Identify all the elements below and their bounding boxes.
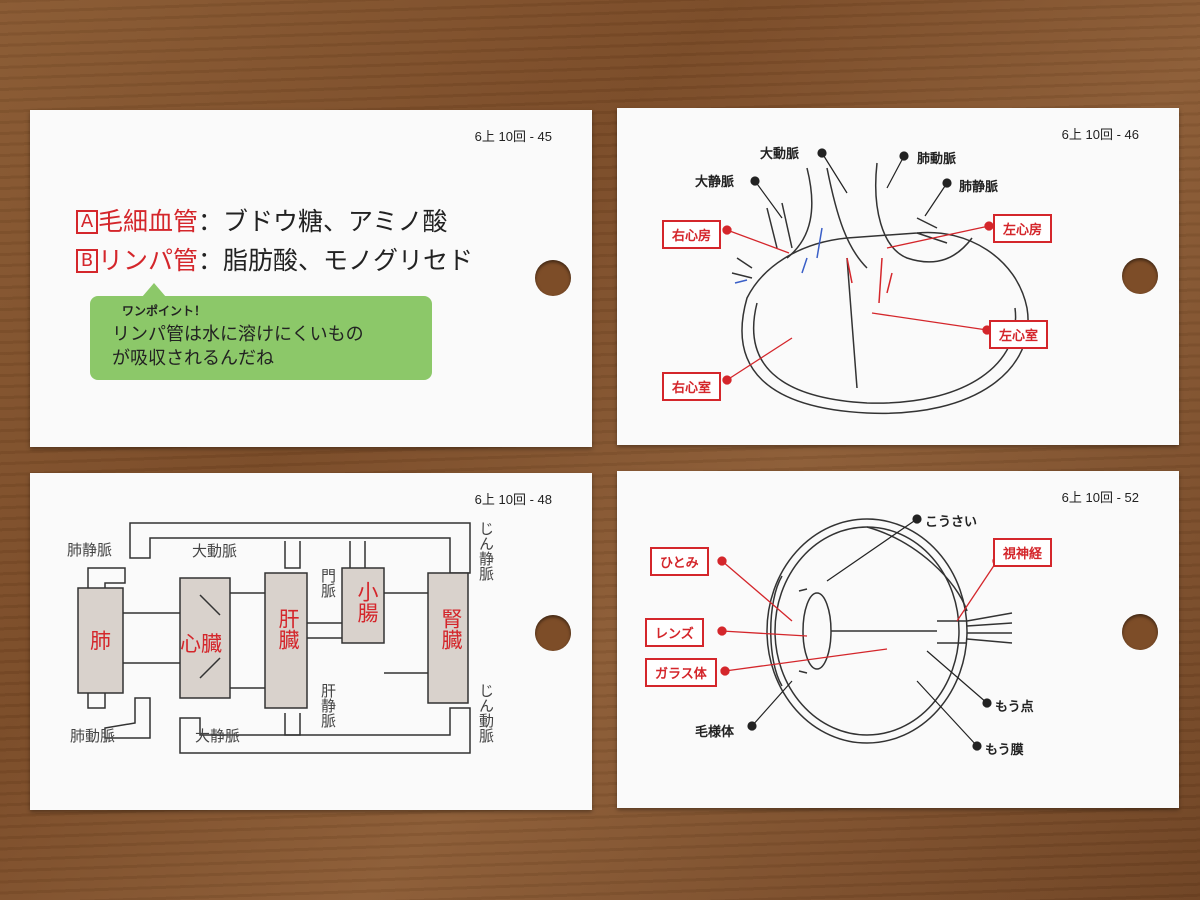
- organ-kidney: 腎臓: [439, 608, 463, 650]
- card-number: 6上 10回 - 52: [1061, 490, 1139, 505]
- intestine-block: [341, 567, 385, 644]
- label-lens: レンズ: [645, 618, 704, 647]
- label-blind-spot: もう点: [995, 700, 1034, 715]
- organ-heart: 心臓: [180, 632, 222, 656]
- label-aorta: 大動脈: [760, 147, 800, 162]
- term-lymph: リンパ管: [98, 246, 199, 275]
- label-pulmonary-artery: 肺動脈: [917, 152, 957, 167]
- punch-hole: [1122, 614, 1158, 650]
- vessel-left: [731, 257, 753, 279]
- organ-liver: 肝臓: [276, 608, 300, 650]
- organ-small-intestine: 小腸: [355, 581, 379, 623]
- label-iris: こうさい: [925, 515, 978, 530]
- liver-block: [264, 572, 308, 709]
- lung-vessel-outline: [87, 567, 126, 709]
- optic-nerve: [937, 620, 967, 644]
- onepoint-title: ワンポイント！: [122, 304, 207, 318]
- vessel-portal-vein: 門脈: [319, 568, 337, 598]
- punch-hole: [535, 260, 571, 296]
- onepoint-bubble: ワンポイント！ リンパ管は水に溶けにくいもの が吸収されるんだね: [90, 283, 432, 380]
- organ-lung: 肺: [90, 629, 111, 653]
- heart-block: [179, 577, 231, 699]
- vessel-aorta: 大動脈: [192, 542, 238, 560]
- onepoint-line2: が吸収されるんだね: [112, 348, 274, 369]
- desc-a: ブドウ糖、アミノ酸: [223, 207, 448, 236]
- top-loop: [129, 522, 471, 574]
- vessel-pulmonary-artery: 肺動脈: [70, 727, 116, 745]
- aorta-left: [786, 167, 813, 259]
- label-optic-nerve: 視神経: [993, 538, 1053, 567]
- card-number: 6上 10回 - 48: [474, 492, 552, 507]
- label-pulmonary-vein: 肺静脈: [959, 180, 999, 195]
- kidney-block: [427, 572, 469, 704]
- pulmonary-artery-vessel: [104, 697, 151, 739]
- cornea: [770, 575, 783, 687]
- aorta-right: [826, 167, 868, 269]
- heart-diagram: [722, 148, 1029, 415]
- desc-b: 脂肪酸、モノグリセド: [223, 246, 474, 275]
- pulmonary-trunk: [875, 162, 973, 263]
- heart-outline: [741, 231, 1029, 415]
- colon: ：: [198, 207, 224, 236]
- vena-cava: [766, 202, 793, 249]
- punch-hole: [535, 615, 571, 651]
- lung-block: [77, 587, 124, 694]
- vessel-renal-vein: じん静脈: [477, 521, 495, 581]
- label-ciliary: 毛様体: [695, 725, 735, 740]
- colon: ：: [198, 246, 224, 275]
- card-46: 6上 10回 - 46: [617, 108, 1179, 445]
- onepoint-line1: リンパ管は水に溶けにくいもの: [112, 324, 364, 345]
- marker-b: B: [76, 249, 98, 273]
- vessel-pulmonary-vein: 肺静脈: [67, 541, 113, 559]
- card-48: 6上 10回 - 48 肺 心臓 肝臓 小腸 腎臓 肺: [30, 473, 592, 810]
- label-retina: もう膜: [985, 743, 1024, 758]
- card-number: 6上 10回 - 45: [474, 129, 552, 144]
- vessel-renal-artery: じん動脈: [477, 683, 495, 743]
- circulation-diagram: [77, 522, 471, 754]
- term-capillary: 毛細血管: [98, 207, 199, 236]
- card-52: 6上 10回 - 52 こうさい 毛様体 もう点 もう膜: [617, 471, 1179, 808]
- eyeball-outer: [766, 518, 968, 744]
- septum: [846, 257, 858, 389]
- label-right-ventricle: 右心室: [662, 372, 722, 401]
- vessel-vena-cava: 大静脈: [195, 727, 241, 745]
- label-left-ventricle: 左心室: [989, 320, 1049, 349]
- bubble-pointer: [142, 283, 166, 297]
- bottom-loop: [179, 707, 471, 754]
- label-left-atrium: 左心房: [993, 214, 1053, 243]
- vessel-hepatic-vein: 肝静脈: [319, 683, 337, 728]
- label-vena-cava: 大静脈: [695, 175, 735, 190]
- label-pupil: ひとみ: [650, 547, 709, 576]
- punch-hole: [1122, 258, 1158, 294]
- card-number: 6上 10回 - 46: [1061, 127, 1139, 142]
- heart-inner-line: [752, 302, 1017, 404]
- label-right-atrium: 右心房: [662, 220, 722, 249]
- label-vitreous: ガラス体: [645, 658, 717, 687]
- pulmonary-vein: [916, 217, 948, 244]
- marker-a: A: [76, 210, 98, 234]
